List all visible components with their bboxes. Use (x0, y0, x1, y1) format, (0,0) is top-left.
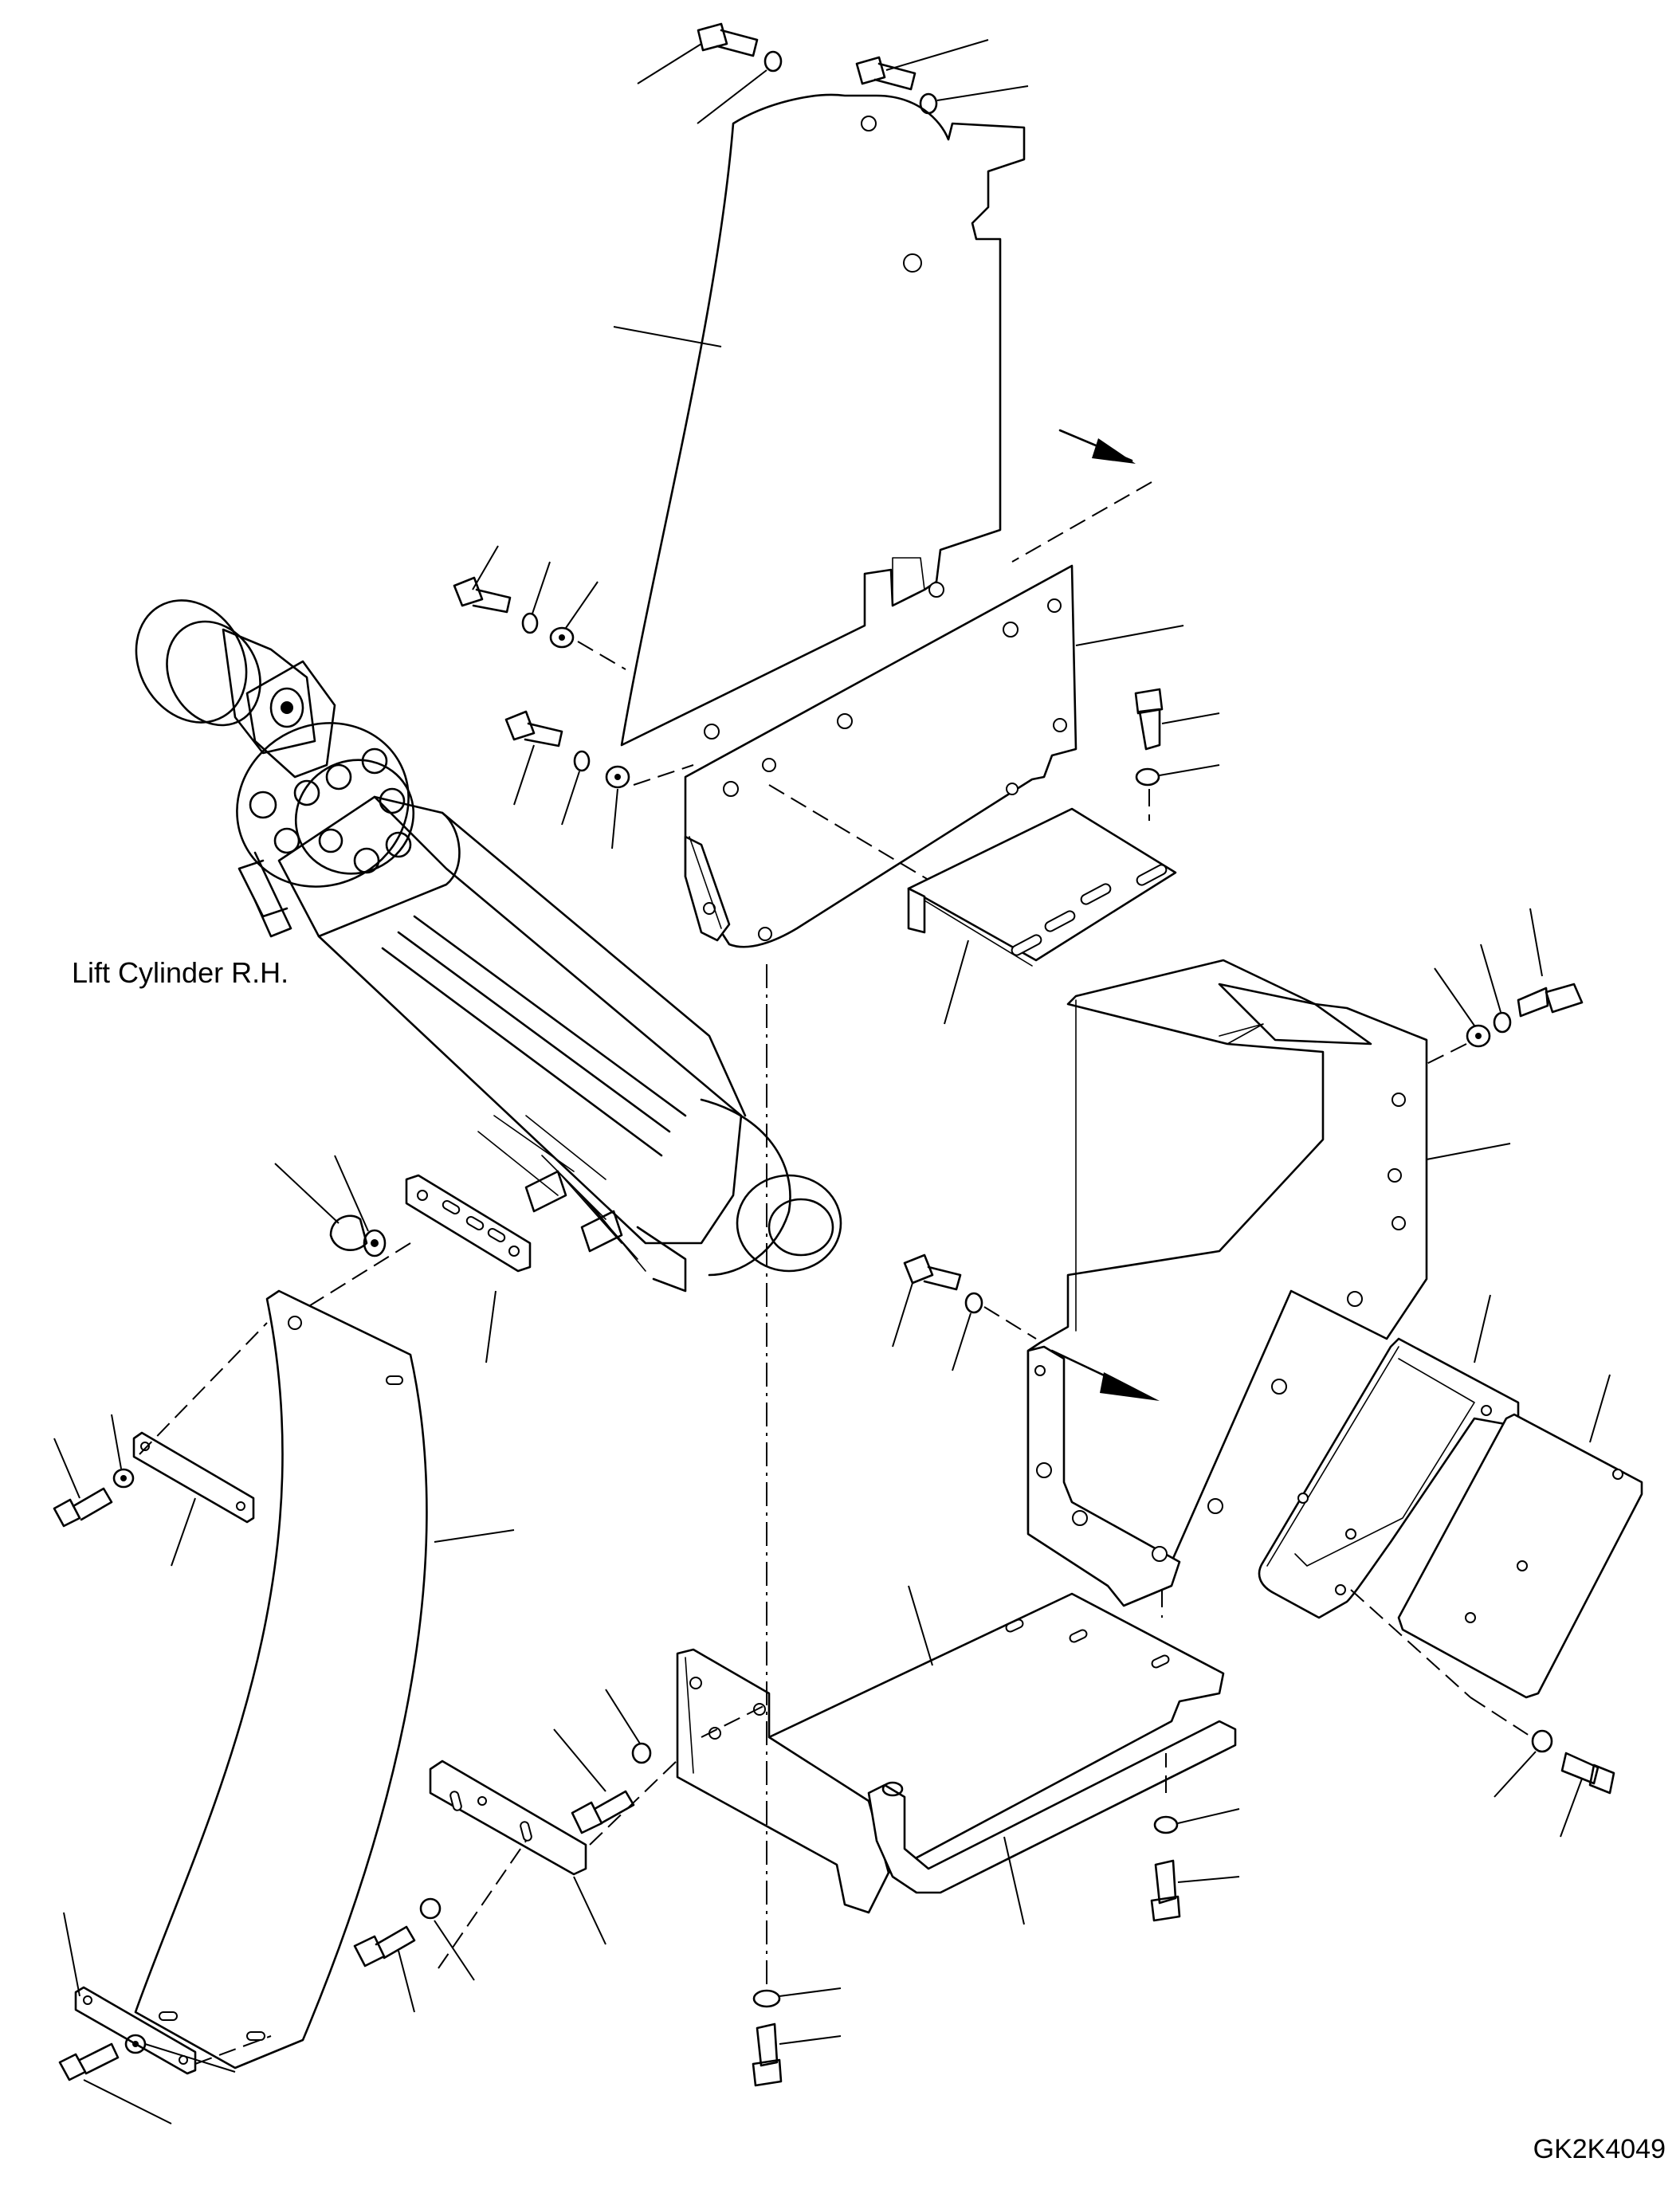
mid-washer-lower-2 (605, 765, 630, 849)
mid-washer-lower-1 (561, 750, 591, 826)
lower-tray-rod (867, 1720, 1237, 1894)
slotted-mount-plate (907, 807, 1177, 967)
left-curved-shield (134, 1289, 428, 2069)
left-bolt-lower (58, 2042, 172, 2124)
top-right-bolt (855, 39, 989, 91)
dash-far-right (1470, 1697, 1533, 1738)
dash-mid-upper (577, 641, 626, 670)
top-left-washer (697, 50, 783, 124)
dash-lower-tray (701, 1705, 766, 1738)
leader-center-small-strap (573, 1876, 606, 1945)
dash-mid-lower (633, 764, 694, 786)
mid-washer-upper-2 (549, 581, 599, 649)
leader-lower-tray-rod (1003, 1836, 1025, 1925)
acorn-nut-washer (334, 1155, 387, 1257)
left-washer-upper (111, 1414, 135, 1489)
leader-left-curved-shield (434, 1529, 515, 1543)
far-right-bolt (1560, 1752, 1615, 1838)
leader-right-frame-plate (1474, 1294, 1491, 1363)
mid-bolt-upper (453, 545, 512, 614)
left-bolt-upper (53, 1438, 113, 1528)
right-top-washer-2 (1434, 967, 1491, 1048)
right-cover-plate (1397, 1413, 1643, 1699)
bottom-washer (752, 1987, 842, 2008)
mid-bolt-lower (504, 710, 563, 806)
upper-bracket-washer (1135, 764, 1220, 787)
center-bolt-lower (353, 1925, 416, 2013)
dash-left-strap-upper (139, 1322, 268, 1455)
leader-top-shield (613, 326, 722, 347)
dash-clamp-plate (294, 1242, 411, 1316)
lift-cylinder-callout: Lift Cylinder R.H. (72, 956, 289, 989)
left-clamp-plate (405, 1174, 532, 1273)
leader-right-big-shield (1426, 1143, 1511, 1160)
dash-right-mid (983, 1306, 1037, 1340)
left-strap-upper (132, 1431, 255, 1524)
left-washer-lower (124, 2034, 236, 2073)
lift-cylinder (135, 599, 842, 1293)
dash-center-strap-bottom (438, 1840, 527, 1969)
dash-right-plates (1350, 1589, 1471, 1698)
direction-arrow-top (1011, 429, 1152, 563)
leader-right-cover-plate (1589, 1374, 1611, 1443)
tray-bolt-right (1150, 1859, 1240, 1922)
center-bolt-upper (553, 1728, 635, 1834)
leader-upper-bracket (1075, 625, 1184, 646)
upper-bracket-bolt (1134, 688, 1220, 751)
leader-left-strap-upper (171, 1497, 196, 1567)
tray-washer-right (1153, 1808, 1240, 1834)
left-strap-lower (74, 1986, 197, 2075)
right-mid-washer (952, 1292, 983, 1371)
far-right-washer (1494, 1729, 1553, 1798)
direction-arrow-right (1050, 1349, 1160, 1401)
right-top-bolt (1517, 908, 1584, 1018)
top-right-washer (919, 85, 1029, 115)
dash-left-strap-lower (194, 2035, 272, 2065)
acorn-nut (274, 1163, 368, 1251)
top-shield-plate (620, 93, 1026, 747)
dash-right-top (1426, 1043, 1467, 1065)
center-small-strap (429, 1760, 587, 1876)
center-washer-upper (605, 1689, 652, 1764)
top-left-bolt (637, 22, 759, 84)
drawing-code: GK2K4049 (1533, 2134, 1666, 2164)
right-mid-bolt (892, 1253, 962, 1348)
dash-upper-bracket (768, 784, 937, 885)
bottom-bolt (752, 2022, 842, 2087)
right-frame-plate (1258, 1337, 1520, 1619)
right-top-washer-1 (1480, 944, 1512, 1034)
right-big-shield (1026, 959, 1428, 1607)
upper-bracket (684, 564, 1077, 948)
mid-washer-upper-1 (521, 561, 551, 634)
leader-left-clamp-plate (485, 1290, 497, 1363)
center-washer-lower (419, 1897, 475, 1981)
leader-left-strap-lower (63, 1912, 80, 1997)
leader-slotted-mount-plate (944, 940, 969, 1025)
leader-lower-tray (908, 1585, 933, 1666)
